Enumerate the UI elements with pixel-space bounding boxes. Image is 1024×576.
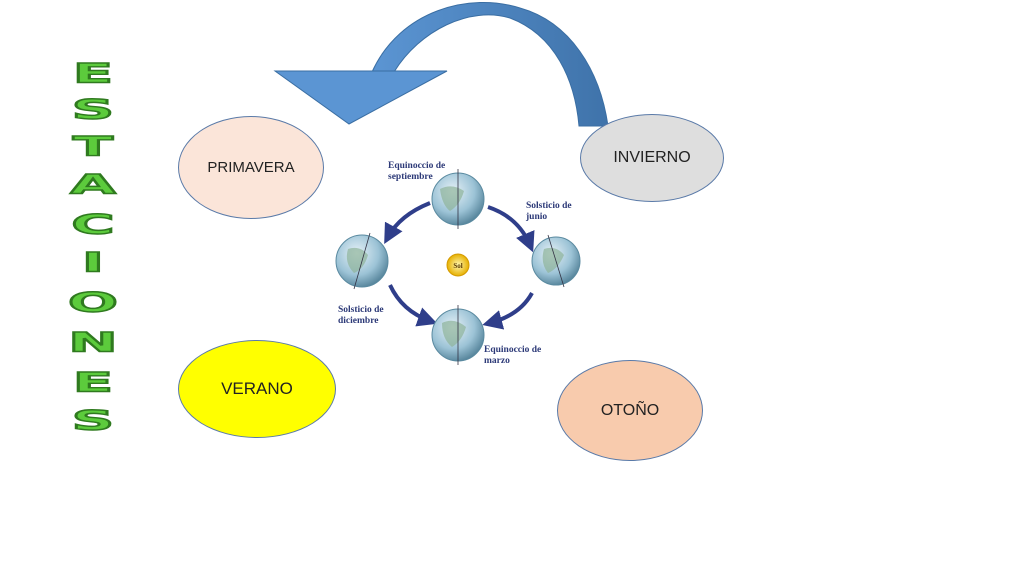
verano-label: VERANO: [221, 379, 293, 398]
primavera-ellipse: PRIMAVERA: [178, 116, 324, 219]
title-letter: E: [71, 366, 114, 399]
orbit-diagram: Sol Equinoccio de septiembre Solsticio d…: [330, 155, 586, 375]
title-letter: S: [70, 404, 116, 437]
otono-ellipse: OTOÑO: [557, 360, 703, 461]
label-equinoccio-marzo: Equinoccio de marzo: [484, 345, 542, 366]
primavera-label: PRIMAVERA: [207, 159, 295, 176]
title-letter: A: [69, 168, 118, 201]
sun-icon: [446, 253, 470, 277]
orbit-graphic: Sol: [335, 169, 581, 365]
sun-label: Sol: [453, 262, 462, 270]
title-letter: I: [80, 246, 105, 279]
title-letter: S: [70, 93, 116, 126]
otono-label: OTOÑO: [600, 401, 660, 419]
label-solsticio-diciembre: Solsticio de diciembre: [338, 305, 384, 326]
title-letter: N: [67, 326, 119, 359]
title-letter: E: [71, 57, 114, 90]
invierno-label: INVIERNO: [613, 149, 691, 166]
label-solsticio-junio: Solsticio de junio: [526, 201, 572, 222]
title-letter: C: [70, 208, 116, 241]
invierno-ellipse: INVIERNO: [580, 114, 724, 202]
earth-marzo: [431, 305, 485, 365]
verano-ellipse: VERANO: [178, 340, 336, 438]
earth-sept: [431, 169, 485, 229]
label-equinoccio-septiembre: Equinoccio de septiembre: [388, 161, 446, 182]
title-letter: O: [66, 286, 119, 319]
earth-junio: [531, 234, 581, 288]
title-letter: T: [71, 130, 114, 163]
earth-dic: [335, 232, 389, 290]
